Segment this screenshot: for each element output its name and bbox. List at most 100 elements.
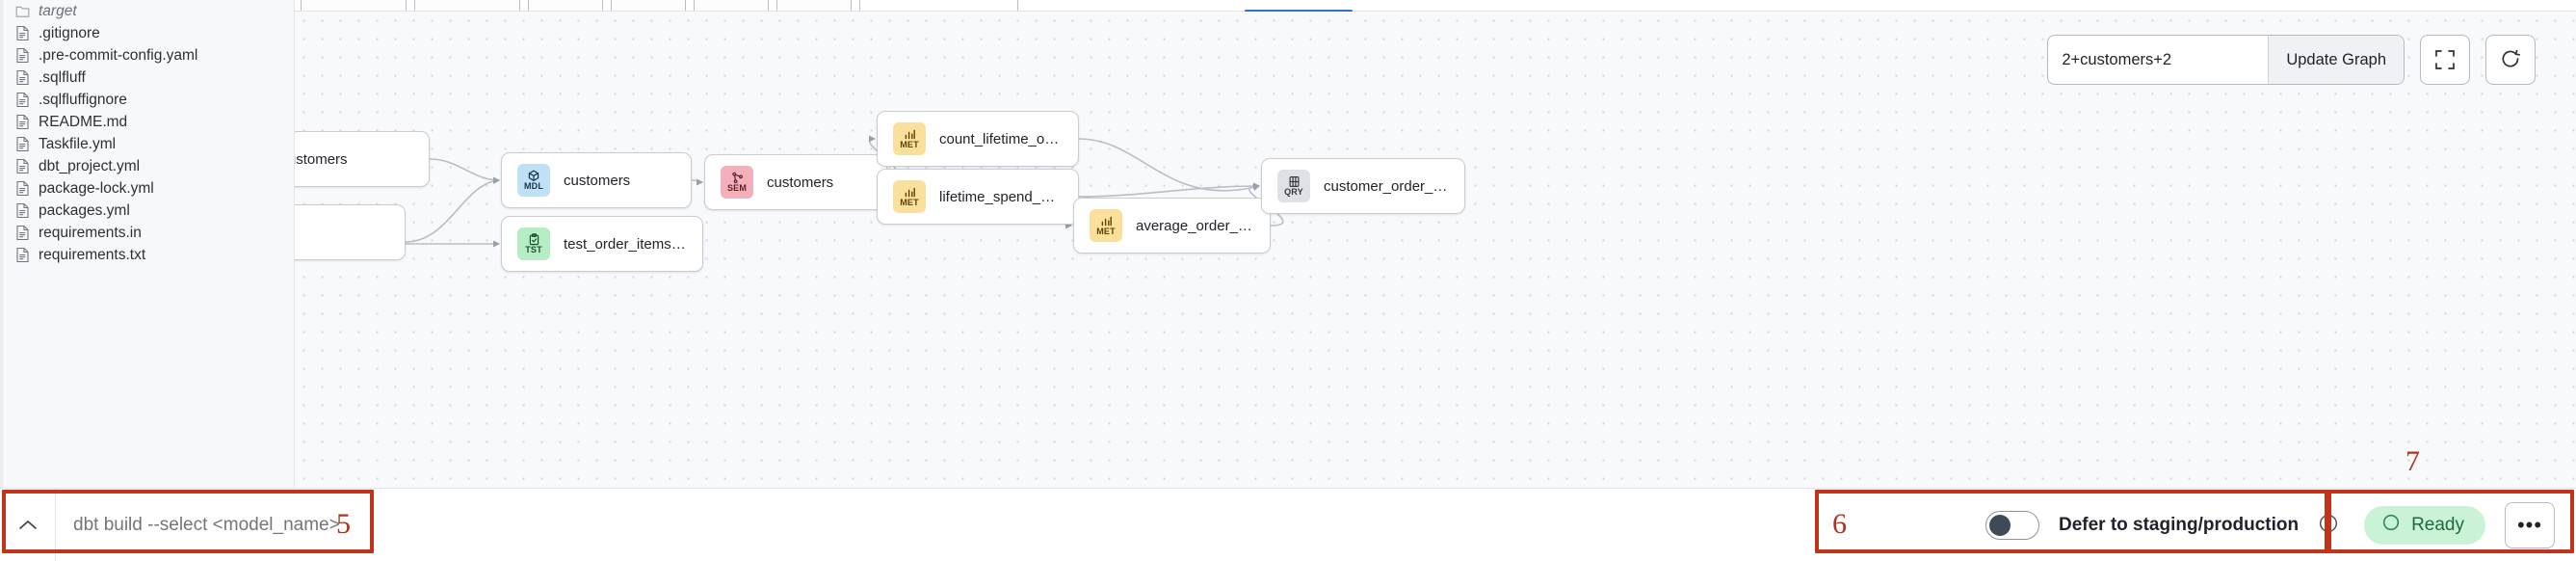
lineage-selector-group: Update Graph (2047, 35, 2405, 85)
file-tree-item[interactable]: Taskfile.yml (0, 133, 294, 155)
command-bar: Defer to staging/production Ready (0, 488, 2576, 561)
file-tree-item[interactable]: package-lock.yml (0, 177, 294, 200)
defer-label: Defer to staging/production (2058, 515, 2300, 535)
lineage-node[interactable]: stg_customers (295, 131, 430, 187)
lineage-node-label: test_order_items_compute_to_bools… (564, 235, 687, 253)
file-tree-item[interactable]: README.md (0, 111, 294, 133)
file-icon (15, 180, 30, 197)
file-icon (15, 47, 30, 64)
lineage-node-label: lifetime_spend_pretax (939, 188, 1063, 205)
editor-tab[interactable] (776, 0, 852, 11)
file-icon (15, 69, 30, 86)
lineage-node[interactable]: MET count_lifetime_orders (877, 111, 1079, 167)
file-explorer-panel: target .gitignore .pre-commit-config.yaml.… (0, 0, 295, 488)
file-tree-item[interactable]: target (0, 0, 294, 22)
file-tree-item[interactable]: .gitignore (0, 22, 294, 44)
status-circle-icon (2381, 513, 2401, 538)
node-badge-text: MET (900, 197, 919, 207)
lineage-node-label: stg_customers (295, 150, 348, 168)
file-icon (15, 25, 30, 41)
editor-tab-strip (295, 0, 2576, 12)
lineage-node-label: customers (767, 174, 834, 191)
model-icon: MDL (517, 164, 550, 197)
file-tree-item-label: packages.yml (39, 201, 130, 219)
file-icon (15, 158, 30, 174)
file-icon (15, 136, 30, 152)
file-icon (15, 202, 30, 219)
fullscreen-icon[interactable] (2420, 35, 2470, 85)
file-tree-item-label: dbt_project.yml (39, 157, 141, 174)
lineage-node[interactable]: SEM customers (704, 154, 887, 210)
more-options-button[interactable]: ••• (2505, 502, 2555, 548)
editor-tab[interactable] (414, 0, 520, 11)
graph-toolbar: Update Graph (2047, 35, 2536, 85)
update-graph-button[interactable]: Update Graph (2268, 36, 2404, 84)
test-icon: TST (517, 227, 550, 260)
node-badge-text: QRY (1284, 187, 1303, 197)
active-tab-indicator (1245, 10, 1353, 13)
file-tree-item-label: package-lock.yml (39, 179, 154, 197)
file-tree-item-label: .sqlfluff (39, 68, 86, 86)
lineage-node[interactable]: MET average_order_value (1073, 198, 1271, 254)
node-badge-text: MET (900, 139, 919, 149)
editor-tab[interactable] (611, 0, 686, 11)
command-bar-right: Defer to staging/production Ready (1985, 489, 2555, 561)
file-icon (15, 114, 30, 130)
status-label: Ready (2411, 515, 2464, 535)
query-icon: QRY (1277, 170, 1310, 202)
metric-icon: MET (1090, 209, 1122, 242)
lineage-node-label: count_lifetime_orders (939, 130, 1063, 147)
lineage-node-label: customer_order_metrics (1324, 177, 1449, 195)
file-tree-item-label: requirements.in (39, 224, 142, 241)
file-tree-item-label: target (39, 2, 77, 19)
defer-control-group: Defer to staging/production (1985, 511, 2364, 540)
file-tree-item[interactable]: .sqlfluffignore (0, 89, 294, 111)
file-tree-item-label: .sqlfluffignore (39, 91, 127, 108)
lineage-node-label: customers (564, 172, 631, 189)
file-tree-item-label: .pre-commit-config.yaml (39, 46, 198, 64)
lineage-node-label: average_order_value (1136, 217, 1254, 234)
file-icon (15, 92, 30, 108)
file-tree-item[interactable]: requirements.txt (0, 244, 294, 266)
file-tree-item[interactable]: dbt_project.yml (0, 155, 294, 177)
metric-icon: MET (893, 180, 926, 213)
command-input[interactable] (56, 514, 595, 536)
file-tree-item[interactable]: .sqlfluff (0, 67, 294, 89)
node-badge-text: TST (525, 245, 542, 254)
file-tree-item[interactable]: .pre-commit-config.yaml (0, 44, 294, 67)
file-tree-item[interactable]: packages.yml (0, 200, 294, 222)
node-badge-text: MDL (523, 181, 544, 191)
lineage-node[interactable]: QRY customer_order_metrics (1261, 158, 1465, 214)
editor-tab[interactable] (528, 0, 603, 11)
chevron-up-icon[interactable] (0, 488, 56, 561)
lineage-node[interactable]: MET lifetime_spend_pretax (877, 169, 1079, 225)
file-tree-item-label: Taskfile.yml (39, 135, 117, 152)
lineage-node[interactable]: orders (295, 204, 406, 260)
node-badge-text: MET (1096, 226, 1116, 236)
semantic-icon: SEM (721, 166, 753, 199)
defer-toggle[interactable] (1985, 511, 2039, 540)
folder-icon (15, 3, 30, 19)
status-badge: Ready (2364, 506, 2485, 545)
file-icon (15, 247, 30, 263)
editor-tab[interactable] (301, 0, 407, 11)
explorer-scrollbar[interactable] (0, 0, 4, 488)
metric-icon: MET (893, 122, 926, 155)
refresh-icon[interactable] (2485, 35, 2536, 85)
file-tree: target .gitignore .pre-commit-config.yaml.… (0, 0, 294, 266)
lineage-selector-input[interactable] (2048, 36, 2269, 84)
defer-toggle-knob (1988, 515, 2011, 536)
editor-tab-active[interactable] (859, 0, 1018, 11)
file-tree-item-label: README.md (39, 113, 128, 130)
lineage-node[interactable]: TST test_order_items_compute_to_bools… (501, 216, 703, 272)
lineage-node[interactable]: MDL customers (501, 152, 692, 208)
file-tree-item-label: requirements.txt (39, 246, 146, 263)
file-tree-item-label: .gitignore (39, 24, 100, 41)
help-circle-icon[interactable] (2318, 513, 2339, 539)
file-icon (15, 225, 30, 241)
file-tree-item[interactable]: requirements.in (0, 222, 294, 244)
editor-tab[interactable] (694, 0, 769, 11)
